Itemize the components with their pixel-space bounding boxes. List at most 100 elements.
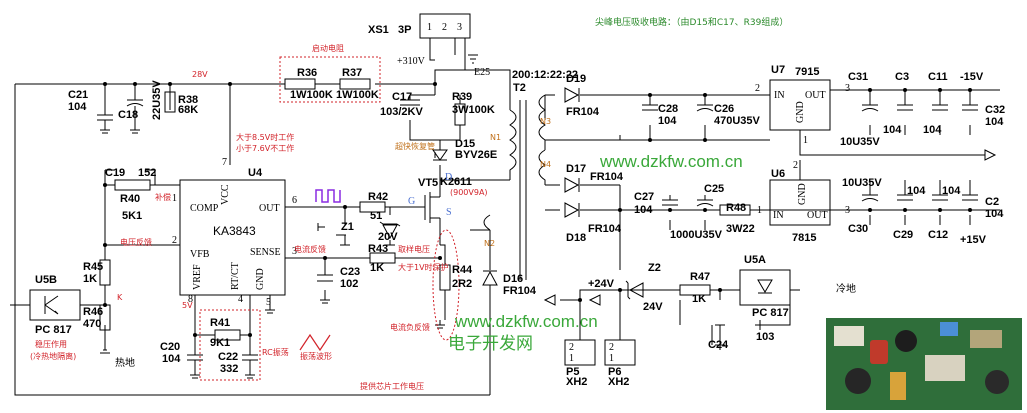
r37-value: 1W100K	[336, 89, 379, 101]
u6-pin-gnd: 2	[793, 160, 798, 171]
r38-value: 68K	[178, 104, 198, 116]
z1-value: 20V	[378, 231, 398, 243]
xs1-pin3: 3	[457, 22, 462, 33]
vt5-value: K2611	[440, 176, 472, 188]
c20-value: 104	[162, 353, 181, 365]
connector-xs1	[419, 13, 471, 39]
r42-value: 51	[370, 210, 382, 222]
label-fast-diode: 超快恢复管	[395, 141, 435, 151]
d19-value: FR104	[566, 106, 600, 118]
c26-ref: C26	[714, 103, 734, 115]
c19-ref: C19	[105, 167, 125, 179]
pin-num-6: 6	[292, 195, 297, 206]
c27-value: 104	[634, 204, 653, 216]
r46-value: 470	[83, 318, 101, 330]
c22-value: 332	[220, 363, 238, 375]
label-ifb: 电流反馈	[294, 244, 326, 254]
winding-n1: N1	[490, 133, 501, 142]
c11-ref: C11	[928, 71, 948, 83]
mosfet-vt5	[424, 180, 441, 245]
r37-ref: R37	[342, 67, 362, 79]
ic-part: KA3843	[213, 224, 256, 238]
label-vfb: 电压反馈	[120, 237, 152, 247]
label-sample: 取样电压	[398, 244, 430, 254]
c31-ref: C31	[848, 71, 868, 83]
title-note: 尖峰电压吸收电路：（由D15和C17、R39组成）	[595, 16, 788, 28]
p6-value: XH2	[608, 376, 629, 388]
c29-value: 104	[907, 185, 926, 197]
c28-ref: C28	[658, 103, 678, 115]
u6-pin-out: 3	[845, 205, 850, 216]
c17-ref: C17	[392, 91, 412, 103]
r39-value: 3W100K	[452, 104, 495, 116]
label-5v: 5V	[182, 301, 193, 310]
d19-ref: D19	[566, 73, 586, 85]
optocoupler-u5b	[29, 289, 81, 321]
c20-ref: C20	[160, 341, 180, 353]
pin-num-2: 2	[172, 235, 177, 246]
u6-gnd: GND	[797, 183, 808, 205]
c2-value: 104	[985, 208, 1004, 220]
c32-ref: C32	[985, 104, 1005, 116]
vt5-g: G	[408, 196, 415, 207]
wires	[10, 55, 1000, 396]
diodes	[379, 87, 644, 300]
label-cold-gnd: 冷地	[836, 282, 856, 295]
c3-ref: C3	[895, 71, 909, 83]
label-28v: 28V	[192, 70, 208, 79]
d18-value: FR104	[588, 223, 622, 235]
u5a-value: PC 817	[752, 307, 789, 319]
u6-part: 7815	[792, 232, 816, 244]
c18-value: 22U35V	[151, 80, 163, 120]
c25-ref: C25	[704, 183, 724, 195]
label-m15v: -15V	[960, 71, 984, 83]
pin-num-4: 4	[238, 294, 243, 305]
label-pwr: 提供芯片工作电压	[360, 381, 424, 391]
vt5-d: D	[445, 172, 452, 183]
pin-num-1: 1	[172, 193, 177, 204]
u6-pin-in: 1	[757, 205, 762, 216]
pin-vref: VREF	[192, 264, 203, 290]
d17-ref: D17	[566, 163, 586, 175]
capacitors	[97, 99, 978, 379]
c29-ref: C29	[893, 229, 913, 241]
r40-value: 5K1	[122, 210, 142, 222]
r38-ref: R38	[178, 94, 198, 106]
c30-ref: C30	[848, 223, 868, 235]
pin-vfb: VFB	[190, 249, 210, 260]
r45-ref: R45	[83, 261, 103, 273]
c12-ref: C12	[928, 229, 948, 241]
label-hot-gnd: 热地	[115, 356, 135, 369]
p5-pin1: 1	[569, 353, 574, 364]
r41-value: 9K1	[210, 337, 230, 349]
c24-ref: C24	[708, 339, 729, 351]
watermark-cn: 电子开发网	[448, 334, 533, 354]
winding-n3: N3	[540, 117, 551, 126]
pin-num-7: 7	[222, 157, 227, 168]
pin-gnd: GND	[255, 268, 266, 290]
d16-value: FR104	[503, 285, 537, 297]
c24-value: 103	[756, 331, 774, 343]
c3-value: 104	[883, 124, 902, 136]
u5a-ref: U5A	[744, 254, 766, 266]
p5-value: XH2	[566, 376, 587, 388]
p5-pin2: 2	[569, 342, 574, 353]
z2-value: 24V	[643, 301, 663, 313]
regulator-u7	[769, 79, 831, 131]
xs1-pin1: 1	[427, 22, 432, 33]
label-comp: 补偿	[155, 192, 171, 202]
u7-ref: U7	[771, 64, 785, 76]
pin-sense: SENSE	[250, 247, 281, 258]
u6-ref: U6	[771, 168, 785, 180]
rc-osc-box	[199, 309, 261, 381]
r41-ref: R41	[210, 317, 230, 329]
vt5-rating: (900V9A)	[450, 188, 488, 197]
connector-p6	[604, 339, 636, 366]
connector-p5	[564, 339, 596, 366]
r44-value: 2R2	[452, 278, 472, 290]
c19-value: 152	[138, 167, 156, 179]
d15-value: BYV26E	[455, 149, 497, 161]
r43-value: 1K	[370, 262, 384, 274]
c2-ref: C2	[985, 196, 999, 208]
